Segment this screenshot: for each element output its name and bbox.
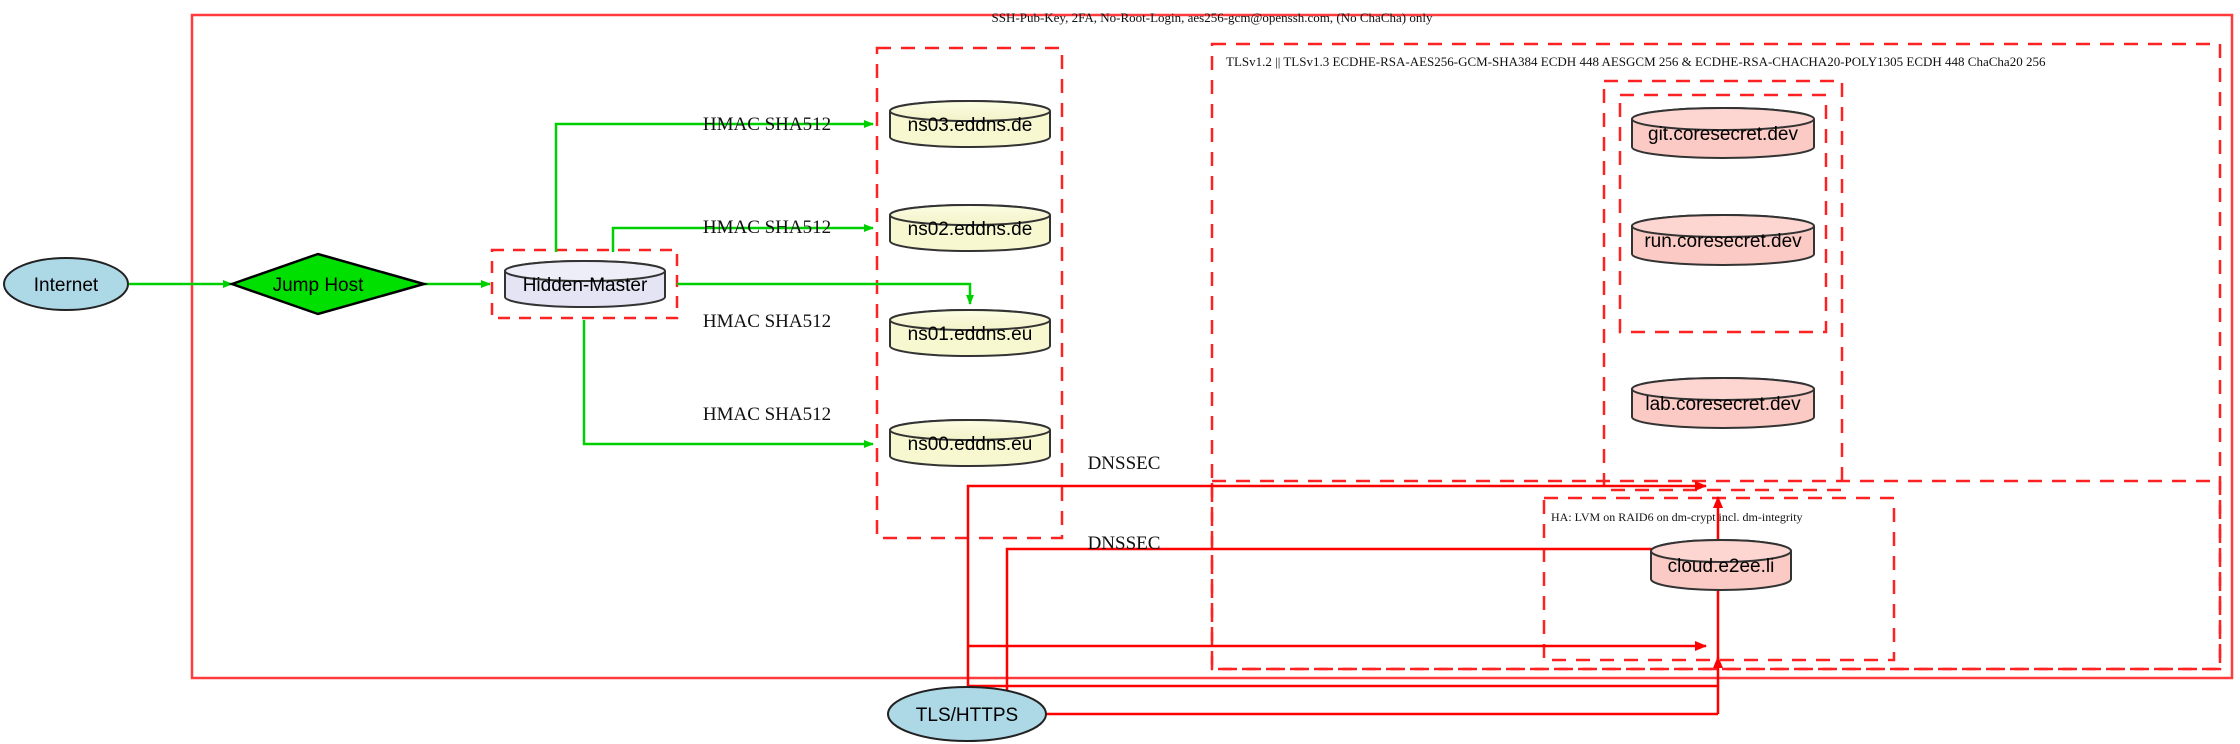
dns-cluster-boundary (875, 46, 1064, 540)
ssh-zone-label: SSH-Pub-Key, 2FA, No-Root-Login, aes256-… (992, 10, 1433, 25)
node-ns01-label: ns01.eddns.eu (908, 324, 1033, 345)
node-ns02[interactable]: ns02.eddns.de (889, 204, 1051, 252)
node-hidden-master-label: Hidden-Master (523, 275, 648, 296)
node-ns00-label: ns00.eddns.eu (908, 434, 1033, 455)
edge-label-hmac-ns02: HMAC SHA512 (703, 217, 831, 238)
ha-cluster-label: HA: LVM on RAID6 on dm-crypt incl. dm-in… (1551, 510, 1803, 524)
node-run-coresecret[interactable]: run.coresecret.dev (1631, 214, 1815, 266)
node-internet-label: Internet (34, 275, 99, 296)
edge-hiddenmaster-ns00 (582, 320, 874, 448)
node-lab-coresecret[interactable]: lab.coresecret.dev (1631, 377, 1815, 429)
coresecret-cluster-boundary (1602, 79, 1844, 492)
node-jump-host-label: Jump Host (273, 275, 365, 296)
tls-cluster-boundary (1210, 42, 2222, 671)
edge-label-dnssec-2: DNSSEC (1088, 533, 1161, 554)
edge-label-hmac-ns03: HMAC SHA512 (703, 114, 831, 135)
edge-hiddenmaster-ns02 (611, 224, 874, 252)
ssh-zone-boundary (190, 13, 2234, 680)
node-ns03-label: ns03.eddns.de (908, 115, 1033, 136)
node-jump-host[interactable]: Jump Host (228, 252, 429, 316)
edge-hiddenmaster-ns01 (677, 282, 974, 305)
edge-dnssec-2 (1005, 547, 1718, 716)
tls-cluster-label: TLSv1.2 || TLSv1.3 ECDHE-RSA-AES256-GCM-… (1226, 54, 2046, 69)
coresecret-inner-boundary (1618, 93, 1828, 334)
node-internet[interactable]: Internet (3, 257, 129, 311)
node-ns02-label: ns02.eddns.de (908, 219, 1033, 240)
edge-label-hmac-ns00: HMAC SHA512 (703, 404, 831, 425)
edge-hiddenmaster-ns03 (554, 120, 874, 252)
node-hidden-master[interactable]: Hidden-Master (504, 260, 666, 308)
node-ns03[interactable]: ns03.eddns.de (889, 100, 1051, 148)
node-cloud-e2ee[interactable]: cloud.e2ee.li (1650, 539, 1792, 591)
edge-dnssec-1 (966, 481, 1707, 700)
node-git-coresecret[interactable]: git.coresecret.dev (1631, 107, 1815, 159)
node-tls-https-label: TLS/HTTPS (916, 705, 1018, 726)
node-lab-coresecret-label: lab.coresecret.dev (1645, 394, 1801, 415)
tls-secondary-column (1210, 479, 2222, 671)
edge-label-dnssec-1: DNSSEC (1088, 453, 1161, 474)
node-tls-https[interactable]: TLS/HTTPS (887, 686, 1047, 742)
node-cloud-e2ee-label: cloud.e2ee.li (1668, 556, 1775, 577)
edge-label-hmac-ns01: HMAC SHA512 (703, 311, 831, 332)
node-ns00[interactable]: ns00.eddns.eu (889, 419, 1051, 467)
node-run-coresecret-label: run.coresecret.dev (1644, 231, 1802, 252)
node-git-coresecret-label: git.coresecret.dev (1648, 124, 1798, 145)
node-ns01[interactable]: ns01.eddns.eu (889, 309, 1051, 357)
